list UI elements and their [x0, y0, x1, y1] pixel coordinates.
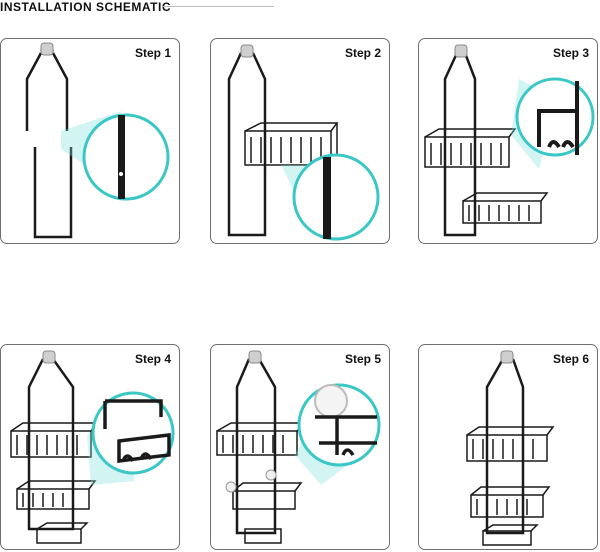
- step-2-panel: Step 2: [210, 38, 390, 244]
- step-2-illustration: [227, 44, 380, 241]
- step-2-label: Step 2: [344, 46, 381, 60]
- page-title: INSTALLATION SCHEMATIC: [0, 0, 171, 14]
- title-divider: [162, 6, 274, 7]
- step-5-illustration: [216, 350, 381, 544]
- step-6-panel: Step 6: [418, 344, 598, 550]
- step-3-illustration: [424, 44, 595, 237]
- step-1-illustration: [25, 42, 170, 239]
- step-6-illustration: [466, 350, 555, 546]
- step-3-panel: Step 3: [418, 38, 598, 244]
- step-4-label: Step 4: [134, 352, 171, 366]
- step-5-label: Step 5: [344, 352, 381, 366]
- step-3-label: Step 3: [552, 46, 589, 60]
- step-5-panel: Step 5: [210, 344, 390, 550]
- step-6-label: Step 6: [552, 352, 589, 366]
- step-4-illustration: [10, 350, 175, 544]
- step-1-panel: Step 1: [0, 38, 180, 244]
- step-4-panel: Step 4: [0, 344, 180, 550]
- step-1-label: Step 1: [134, 46, 171, 60]
